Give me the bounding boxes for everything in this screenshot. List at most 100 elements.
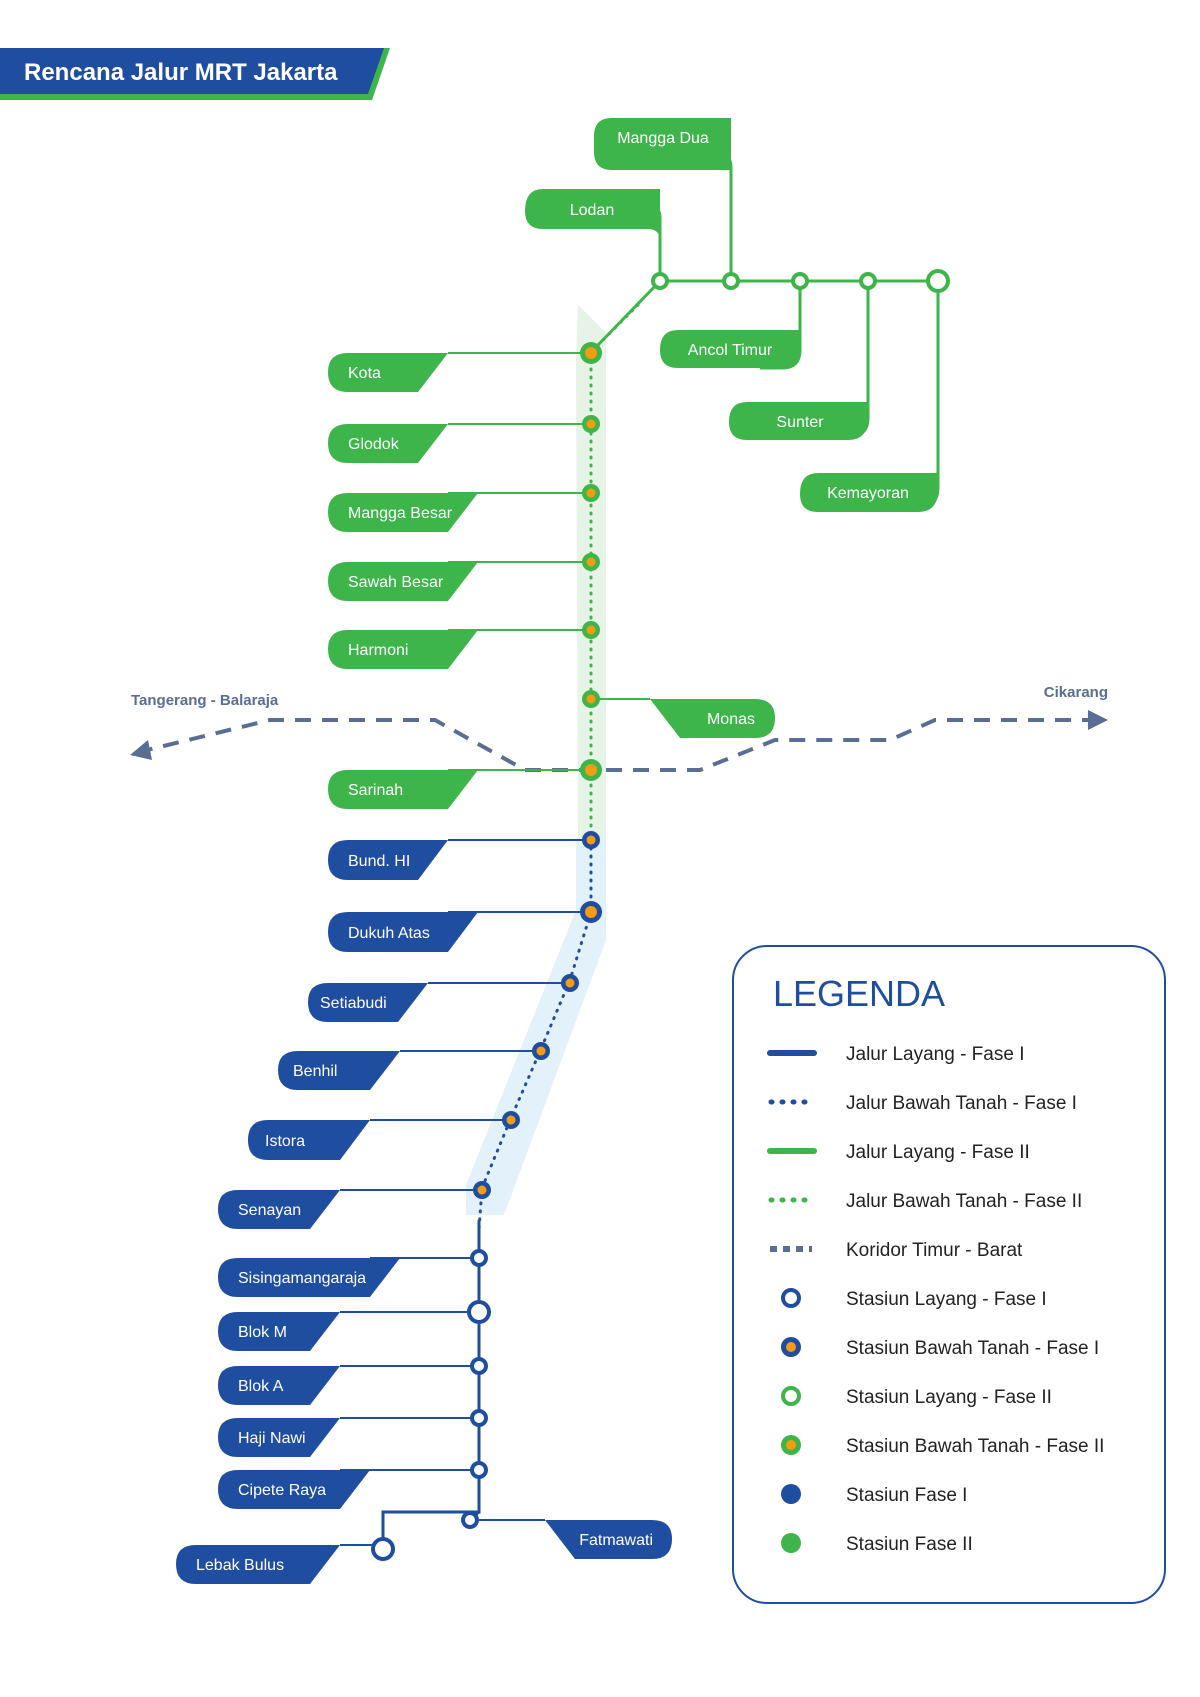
station-haji-nawi[interactable] — [470, 1409, 488, 1427]
legend-label-stasiun-layang-2: Stasiun Layang - Fase II — [846, 1387, 1052, 1408]
svg-text:Sunter: Sunter — [776, 414, 824, 431]
label-fatmawati: Fatmawati — [545, 1520, 672, 1559]
station-mangga-besar[interactable] — [582, 484, 600, 502]
corridor-west-label: Tangerang - Balaraja — [131, 692, 279, 709]
svg-text:Monas: Monas — [707, 711, 755, 728]
phase1-elevated-line — [381, 1220, 481, 1545]
phase1-underground-stations — [473, 831, 602, 1199]
corridor-east-label: Cikarang — [1044, 684, 1108, 701]
phase2-elevated-stations — [651, 269, 950, 293]
legend-symbol-stasiun-layang-1 — [781, 1288, 801, 1308]
svg-text:Lodan: Lodan — [570, 202, 615, 219]
station-monas[interactable] — [582, 690, 600, 708]
svg-text:Blok A: Blok A — [238, 1378, 284, 1395]
label-benhil: Benhil — [278, 1051, 400, 1090]
label-sunter: Sunter — [729, 402, 868, 440]
legend-label-stasiun-1: Stasiun Fase I — [846, 1485, 967, 1506]
svg-text:Lebak Bulus: Lebak Bulus — [196, 1557, 284, 1574]
label-senayan: Senayan — [218, 1190, 340, 1229]
phase1-underground-band — [466, 838, 606, 1215]
legend-label-koridor: Koridor Timur - Barat — [846, 1240, 1023, 1261]
label-lodan: Lodan — [525, 189, 660, 241]
label-ancol-timur: Ancol Timur — [660, 330, 800, 368]
legend-label-stasiun-bawah-2: Stasiun Bawah Tanah - Fase II — [846, 1436, 1104, 1457]
legend-label-jalur-bawah-1: Jalur Bawah Tanah - Fase I — [846, 1093, 1077, 1114]
station-blok-m[interactable] — [467, 1300, 491, 1324]
legend-label-jalur-layang-1: Jalur Layang - Fase I — [846, 1044, 1024, 1065]
label-sarinah: Sarinah — [328, 770, 478, 809]
label-glodok: Glodok — [328, 424, 448, 463]
station-lodan[interactable] — [651, 272, 669, 290]
station-lebak-bulus[interactable] — [371, 1537, 395, 1561]
station-kemayoran[interactable] — [926, 269, 950, 293]
legend-symbol-stasiun-bawah-2 — [781, 1435, 801, 1455]
station-sawah-besar[interactable] — [582, 553, 600, 571]
station-bund-hi[interactable] — [582, 831, 600, 849]
legend-title: LEGENDA — [773, 973, 945, 1014]
label-blok-a: Blok A — [218, 1366, 340, 1405]
station-mangga-dua[interactable] — [722, 272, 740, 290]
legend-symbol-stasiun-layang-2 — [781, 1386, 801, 1406]
label-lebak-bulus: Lebak Bulus — [176, 1545, 340, 1584]
legend-symbol-stasiun-1 — [781, 1484, 801, 1504]
station-glodok[interactable] — [582, 415, 600, 433]
map-title: Rencana Jalur MRT Jakarta — [24, 59, 338, 86]
corridor-east-arrow — [1088, 710, 1108, 730]
label-monas: Monas — [650, 699, 775, 738]
east-west-corridor — [134, 718, 1098, 772]
corridor-west-arrow — [130, 740, 152, 760]
label-mangga-besar: Mangga Besar — [328, 493, 478, 532]
svg-text:Harmoni: Harmoni — [348, 642, 408, 659]
station-istora[interactable] — [502, 1111, 520, 1129]
station-ancol-timur[interactable] — [791, 272, 809, 290]
legend-symbol-stasiun-bawah-1 — [781, 1337, 801, 1357]
legend-label-jalur-bawah-2: Jalur Bawah Tanah - Fase II — [846, 1191, 1082, 1212]
legend-label-stasiun-layang-1: Stasiun Layang - Fase I — [846, 1289, 1047, 1310]
label-kota: Kota — [328, 353, 448, 392]
svg-text:Setiabudi: Setiabudi — [320, 995, 387, 1012]
svg-text:Benhil: Benhil — [293, 1063, 337, 1080]
label-harmoni: Harmoni — [328, 630, 478, 669]
svg-text:Senayan: Senayan — [238, 1202, 301, 1219]
label-setiabudi: Setiabudi — [308, 983, 428, 1022]
corridor-west-line — [134, 718, 1098, 772]
phase1-elevated-stations — [371, 1249, 491, 1561]
station-benhil[interactable] — [532, 1042, 550, 1060]
label-kemayoran: Kemayoran — [800, 473, 938, 512]
station-senayan[interactable] — [473, 1181, 491, 1199]
legend-label-stasiun-2: Stasiun Fase II — [846, 1534, 973, 1555]
svg-text:Fatmawati: Fatmawati — [579, 1532, 653, 1549]
svg-text:Kota: Kota — [348, 365, 381, 382]
svg-text:Sawah Besar: Sawah Besar — [348, 574, 444, 591]
legend-label-jalur-layang-2: Jalur Layang - Fase II — [846, 1142, 1030, 1163]
station-blok-a[interactable] — [470, 1357, 488, 1375]
phase2-connectors — [448, 352, 650, 771]
legend-panel: LEGENDA Jalur Layang - Fase I Jalur Bawa… — [732, 945, 1166, 1604]
label-dukuh-atas: Dukuh Atas — [328, 912, 478, 952]
station-sarinah[interactable] — [580, 759, 602, 781]
svg-text:Kemayoran: Kemayoran — [827, 485, 909, 502]
svg-text:Glodok: Glodok — [348, 436, 400, 453]
station-sisingamangaraja[interactable] — [470, 1249, 488, 1267]
station-harmoni[interactable] — [582, 621, 600, 639]
svg-text:Dukuh Atas: Dukuh Atas — [348, 925, 430, 942]
svg-text:Istora: Istora — [265, 1133, 305, 1150]
station-sunter[interactable] — [859, 272, 877, 290]
station-dukuh-atas[interactable] — [580, 901, 602, 923]
svg-text:Bund. HI: Bund. HI — [348, 853, 410, 870]
svg-text:Sisingamangaraja: Sisingamangaraja — [238, 1270, 366, 1287]
label-sisingamangaraja: Sisingamangaraja — [218, 1258, 400, 1297]
station-fatmawati[interactable] — [461, 1511, 479, 1529]
svg-text:Haji Nawi: Haji Nawi — [238, 1430, 306, 1447]
legend-label-stasiun-bawah-1: Stasiun Bawah Tanah - Fase I — [846, 1338, 1099, 1359]
label-sawah-besar: Sawah Besar — [328, 562, 478, 601]
station-setiabudi[interactable] — [561, 974, 579, 992]
label-bund-hi: Bund. HI — [328, 840, 448, 880]
phase2-underground-stations — [580, 342, 602, 781]
phase2-underground-line — [589, 303, 640, 842]
station-kota[interactable] — [580, 342, 602, 364]
label-haji-nawi: Haji Nawi — [218, 1418, 340, 1457]
label-mangga-dua: Mangga Dua — [594, 118, 731, 170]
station-cipete-raya[interactable] — [470, 1461, 488, 1479]
